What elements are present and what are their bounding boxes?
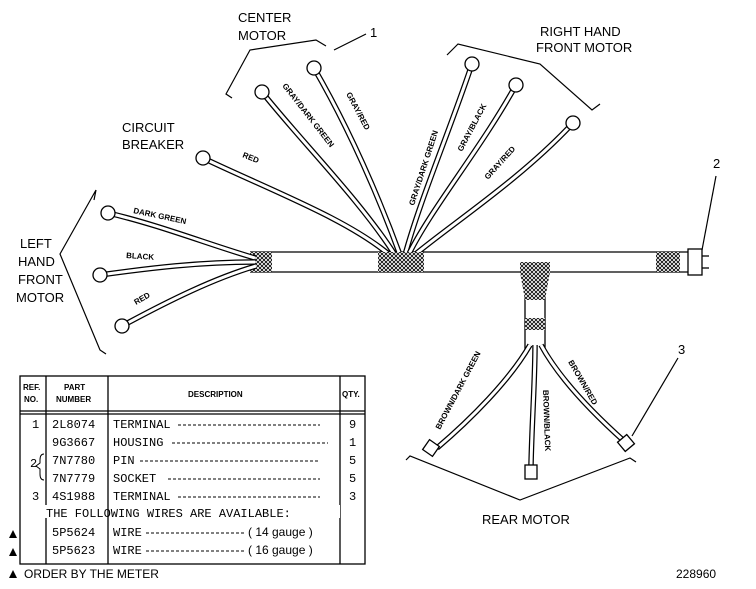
table-row: 5P5623 WIRE ( 16 gauge ) <box>52 543 313 558</box>
table-row: 9G3667 HOUSING 1 <box>52 436 356 450</box>
svg-text:TERMINAL: TERMINAL <box>113 490 171 504</box>
circuit-breaker-label: CIRCUIT BREAKER <box>122 120 184 152</box>
svg-text:2: 2 <box>30 457 37 471</box>
wire-rh-gray-black <box>405 77 524 258</box>
header-qty: QTY. <box>342 390 360 399</box>
parts-table: REF. NO. PART NUMBER DESCRIPTION QTY. 1 … <box>9 375 366 565</box>
left-hand-front-motor-label: LEFT HAND FRONT MOTOR <box>16 236 66 305</box>
svg-text:9G3667: 9G3667 <box>52 436 95 450</box>
table-row: 7N7779 SOCKET 5 <box>52 472 356 486</box>
wire-lh-black <box>92 259 256 283</box>
svg-text:2L8074: 2L8074 <box>52 418 95 432</box>
harness-connector <box>687 248 709 276</box>
table-row: 2 7N7780 PIN 5 <box>30 453 356 481</box>
svg-text:WIRE: WIRE <box>113 526 142 540</box>
header-ref-no: REF. NO. <box>23 383 43 404</box>
wire-label-rear-brown-dark-green: BROWN/DARK GREEN <box>434 350 483 431</box>
table-row: 5P5624 WIRE ( 14 gauge ) <box>52 525 313 540</box>
svg-text:5: 5 <box>349 472 356 486</box>
svg-text:3: 3 <box>32 490 39 504</box>
wire-center-gray-dark-green <box>254 84 398 257</box>
center-motor-label: CENTER MOTOR <box>238 10 295 43</box>
meter-order-icon <box>9 570 17 578</box>
wire-lh-red <box>114 263 257 334</box>
wire-lh-dark-green <box>100 205 256 261</box>
callout-1: 1 <box>370 25 377 40</box>
wire-label-rear-brown-black: BROWN/BLACK <box>541 390 552 452</box>
svg-text:5P5624: 5P5624 <box>52 526 95 540</box>
callout-3: 3 <box>678 342 685 357</box>
wire-rear-brown-black <box>524 344 538 480</box>
svg-text:( 14 gauge ): ( 14 gauge ) <box>248 525 313 539</box>
svg-text:4S1988: 4S1988 <box>52 490 95 504</box>
svg-text:HOUSING: HOUSING <box>113 436 163 450</box>
svg-text:7N7779: 7N7779 <box>52 472 95 486</box>
svg-text:5: 5 <box>349 454 356 468</box>
main-trunk <box>250 251 688 273</box>
svg-text:3: 3 <box>349 490 356 504</box>
svg-text:7N7780: 7N7780 <box>52 454 95 468</box>
right-hand-front-motor-label: RIGHT HAND FRONT MOTOR <box>536 24 632 55</box>
wire-rear-brown-dark-green <box>421 343 533 458</box>
rear-motor-label: REAR MOTOR <box>482 512 570 527</box>
wire-label-rh-gray-black: GRAY/BLACK <box>456 102 489 153</box>
header-description: DESCRIPTION <box>188 390 243 399</box>
svg-text:SOCKET: SOCKET <box>113 472 156 486</box>
svg-text:9: 9 <box>349 418 356 432</box>
rear-branch <box>520 262 550 350</box>
svg-text:1: 1 <box>349 436 356 450</box>
table-row: 3 4S1988 TERMINAL 3 <box>32 490 356 504</box>
svg-text:PIN: PIN <box>113 454 135 468</box>
callout-2: 2 <box>713 156 720 171</box>
group-brackets <box>59 39 637 501</box>
wires-available-note: THE FOLLOWING WIRES ARE AVAILABLE: <box>46 507 291 521</box>
callout-leaders <box>333 33 717 437</box>
svg-text:5P5623: 5P5623 <box>52 544 95 558</box>
wire-rear-brown-red <box>538 343 636 453</box>
footer-note: ORDER BY THE METER <box>24 567 159 581</box>
wire-label-breaker-red: RED <box>241 151 260 166</box>
table-row: 1 2L8074 TERMINAL 9 <box>32 418 356 432</box>
meter-order-icon <box>9 530 17 538</box>
figure-number: 228960 <box>676 567 716 581</box>
svg-text:TERMINAL: TERMINAL <box>113 418 171 432</box>
svg-text:( 16 gauge ): ( 16 gauge ) <box>248 543 313 557</box>
svg-text:WIRE: WIRE <box>113 544 142 558</box>
header-part-number: PART NUMBER <box>56 383 91 404</box>
wire-breaker-red <box>195 150 394 260</box>
wire-rh-gray-red <box>410 115 581 260</box>
wire-label-center-gray-red: GRAY/RED <box>344 91 372 132</box>
meter-order-icon <box>9 548 17 556</box>
wire-label-lh-red: RED <box>133 290 152 306</box>
svg-text:1: 1 <box>32 418 39 432</box>
wire-rh-gray-dark-green <box>402 56 480 256</box>
wire-center-gray-red <box>306 60 403 256</box>
wire-label-lh-black: BLACK <box>126 251 155 262</box>
